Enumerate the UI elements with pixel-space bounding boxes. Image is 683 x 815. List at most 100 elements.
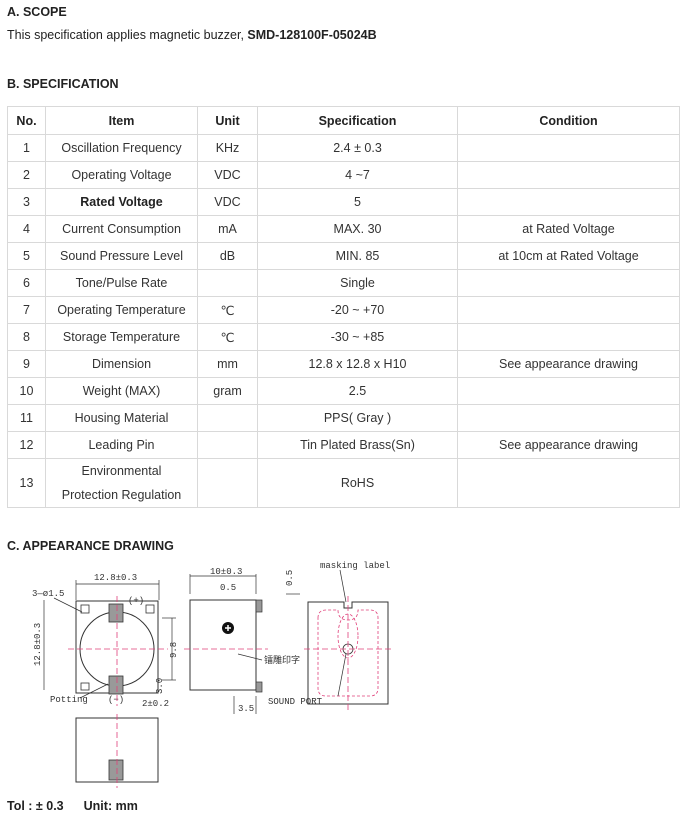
cell-item: Rated Voltage <box>45 188 198 216</box>
cell-no: 12 <box>7 431 46 459</box>
cell-spec: 2.5 <box>257 377 458 405</box>
scope-text: This specification applies magnetic buzz… <box>7 28 377 42</box>
cell-unit: mA <box>197 215 258 243</box>
cell-no: 11 <box>7 404 46 432</box>
cell-item: Current Consumption <box>45 215 198 243</box>
footer-tolerance: Tol : ± 0.3 Unit: mm <box>7 799 158 813</box>
unit-text: Unit: mm <box>83 799 138 813</box>
side-bottom-dimension: 3.5 <box>238 704 254 714</box>
cell-no: 1 <box>7 134 46 162</box>
header-condition: Condition <box>457 106 680 135</box>
back-view: masking label SOUND PORT <box>268 561 392 710</box>
cell-spec: PPS( Gray ) <box>257 404 458 432</box>
cell-spec: 12.8 x 12.8 x H10 <box>257 350 458 378</box>
side-gap-dimension: 0.5 <box>285 570 295 586</box>
scope-title: A. SCOPE <box>7 5 67 19</box>
cell-no: 3 <box>7 188 46 216</box>
cell-cond <box>457 377 680 405</box>
cell-item-line1: Environmental <box>81 464 162 478</box>
holes-label: 3—ø1.5 <box>32 589 64 599</box>
table-row: 1 Oscillation Frequency KHz 2.4 ± 0.3 <box>7 134 680 162</box>
cell-item: Oscillation Frequency <box>45 134 198 162</box>
specification-table: No. Item Unit Specification Condition 1 … <box>7 106 680 508</box>
table-row: 3 Rated Voltage VDC 5 <box>7 188 680 216</box>
cell-unit <box>197 404 258 432</box>
cell-no: 8 <box>7 323 46 351</box>
side-view: 10±0.3 0.5 镭雕印字 3.5 0.5 <box>184 567 300 714</box>
scope-model: SMD-128100F-05024B <box>247 28 377 42</box>
cell-cond <box>457 296 680 324</box>
cell-no: 4 <box>7 215 46 243</box>
pin-gap-dimension: 3.0 <box>155 678 165 694</box>
header-item: Item <box>45 106 198 135</box>
table-row: 7 Operating Temperature ℃ -20 ~ +70 <box>7 296 680 324</box>
tolerance-text: Tol : ± 0.3 <box>7 799 64 813</box>
cell-cond: at Rated Voltage <box>457 215 680 243</box>
cell-item-line2: Protection Regulation <box>61 488 182 502</box>
table-header-row: No. Item Unit Specification Condition <box>7 106 680 135</box>
cell-spec: 5 <box>257 188 458 216</box>
cell-item: Housing Material <box>45 404 198 432</box>
table-row: 5 Sound Pressure Level dB MIN. 85 at 10c… <box>7 242 680 270</box>
table-row: 2 Operating Voltage VDC 4 ~7 <box>7 161 680 189</box>
drawing-title: C. APPEARANCE DRAWING <box>7 539 174 553</box>
table-row: 12 Leading Pin Tin Plated Brass(Sn) See … <box>7 431 680 459</box>
cell-unit: dB <box>197 242 258 270</box>
cell-cond <box>457 269 680 297</box>
header-no: No. <box>7 106 46 135</box>
table-row: 11 Housing Material PPS( Gray ) <box>7 404 680 432</box>
cell-no: 6 <box>7 269 46 297</box>
cell-spec: 2.4 ± 0.3 <box>257 134 458 162</box>
cell-cond <box>457 188 680 216</box>
scope-sentence: This specification applies magnetic buzz… <box>7 28 248 42</box>
cell-unit: mm <box>197 350 258 378</box>
bottom-side-view <box>75 714 159 788</box>
cell-item: Operating Voltage <box>45 161 198 189</box>
cell-cond <box>457 134 680 162</box>
chinese-label: 镭雕印字 <box>264 654 300 666</box>
table-row: 8 Storage Temperature ℃ -30 ~ +85 <box>7 323 680 351</box>
width-dimension: 12.8±0.3 <box>94 573 137 583</box>
cell-spec: MIN. 85 <box>257 242 458 270</box>
cell-item: Tone/Pulse Rate <box>45 269 198 297</box>
cell-cond <box>457 161 680 189</box>
cell-unit: gram <box>197 377 258 405</box>
header-specification: Specification <box>257 106 458 135</box>
table-row: 9 Dimension mm 12.8 x 12.8 x H10 See app… <box>7 350 680 378</box>
cell-cond: See appearance drawing <box>457 350 680 378</box>
cell-item: Sound Pressure Level <box>45 242 198 270</box>
cell-unit: KHz <box>197 134 258 162</box>
cell-item: Storage Temperature <box>45 323 198 351</box>
side-top-dimension: 0.5 <box>220 583 236 593</box>
cell-spec: 4 ~7 <box>257 161 458 189</box>
cell-spec: -20 ~ +70 <box>257 296 458 324</box>
cell-spec: Tin Plated Brass(Sn) <box>257 431 458 459</box>
plus-label: (+) <box>128 596 144 606</box>
cell-item: Leading Pin <box>45 431 198 459</box>
pin-width-dimension: 2±0.2 <box>142 699 169 709</box>
appearance-drawing: 12.8±0.3 3—ø1.5 12.8±0.3 (+) (−) 9.8 3.0… <box>32 561 392 788</box>
cell-no: 5 <box>7 242 46 270</box>
center-dimension: 9.8 <box>169 642 179 658</box>
cell-no: 7 <box>7 296 46 324</box>
cell-unit <box>197 458 258 508</box>
cell-unit <box>197 269 258 297</box>
cell-cond <box>457 404 680 432</box>
cell-item: Dimension <box>45 350 198 378</box>
cell-no: 2 <box>7 161 46 189</box>
height-dimension: 12.8±0.3 <box>33 623 43 666</box>
side-width-dimension: 10±0.3 <box>210 567 242 577</box>
cell-spec: MAX. 30 <box>257 215 458 243</box>
minus-label: (−) <box>108 695 124 705</box>
cell-no: 13 <box>7 458 46 508</box>
table-row: 4 Current Consumption mA MAX. 30 at Rate… <box>7 215 680 243</box>
cell-cond <box>457 458 680 508</box>
cell-spec: -30 ~ +85 <box>257 323 458 351</box>
cell-cond: See appearance drawing <box>457 431 680 459</box>
cell-spec: Single <box>257 269 458 297</box>
cell-unit: ℃ <box>197 296 258 324</box>
cell-unit: VDC <box>197 188 258 216</box>
cell-item: Weight (MAX) <box>45 377 198 405</box>
